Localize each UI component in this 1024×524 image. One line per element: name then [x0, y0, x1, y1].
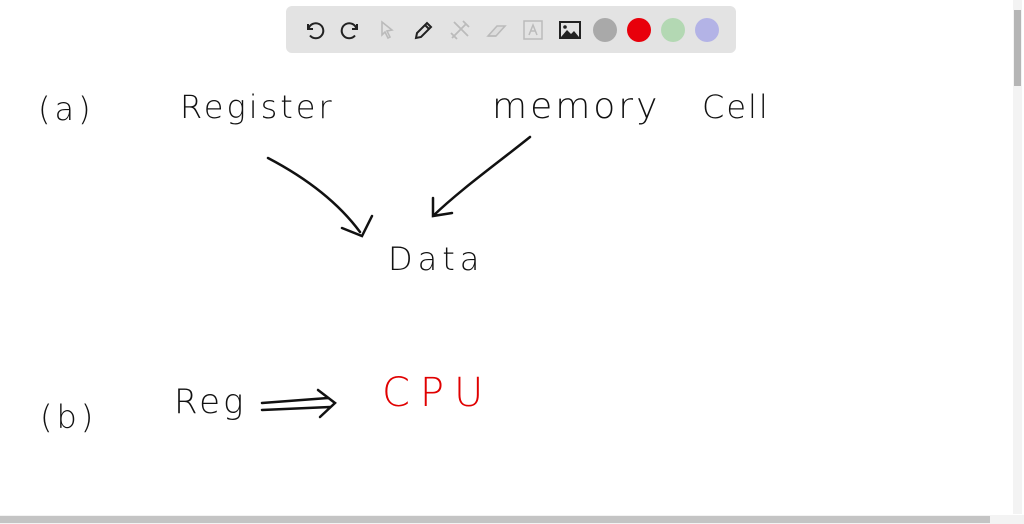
double-arrow-reg-to-cpu — [260, 388, 337, 419]
vertical-scroll-thumb[interactable] — [1014, 10, 1021, 86]
undo-button[interactable] — [296, 12, 332, 48]
pen-button[interactable] — [406, 12, 442, 48]
text-reg: Reg — [174, 382, 247, 422]
color-purple[interactable] — [695, 17, 719, 42]
tools-button[interactable] — [442, 12, 478, 48]
select-button[interactable] — [369, 12, 405, 48]
drawing-toolbar — [286, 6, 736, 53]
undo-icon — [307, 21, 325, 39]
text-data: Data — [388, 240, 485, 278]
redo-button[interactable] — [333, 12, 369, 48]
color-gray[interactable] — [593, 17, 617, 42]
image-button[interactable] — [552, 12, 588, 48]
text-memory: memory — [492, 86, 661, 127]
text-cell: Cell — [702, 88, 770, 126]
tools-icon — [450, 19, 470, 40]
eraser-icon — [485, 24, 507, 37]
select-pointer-icon — [381, 19, 394, 39]
text-button[interactable] — [515, 12, 551, 48]
arrow-memory-to-data — [431, 135, 532, 218]
text-register: Register — [180, 88, 335, 126]
eraser-button[interactable] — [479, 12, 515, 48]
color-red[interactable] — [627, 17, 651, 42]
image-icon — [558, 20, 581, 39]
text-icon — [523, 19, 543, 40]
arrow-register-to-data — [266, 156, 374, 238]
horizontal-scroll-thumb[interactable] — [0, 516, 990, 523]
vertical-scrollbar[interactable] — [1013, 0, 1022, 514]
label-a: (a) — [38, 90, 95, 128]
pen-icon — [414, 21, 432, 39]
horizontal-scrollbar[interactable] — [0, 515, 1024, 524]
color-green[interactable] — [661, 17, 685, 42]
redo-icon — [340, 21, 358, 39]
label-b: (b) — [40, 398, 98, 436]
text-cpu: CPU — [382, 370, 494, 416]
